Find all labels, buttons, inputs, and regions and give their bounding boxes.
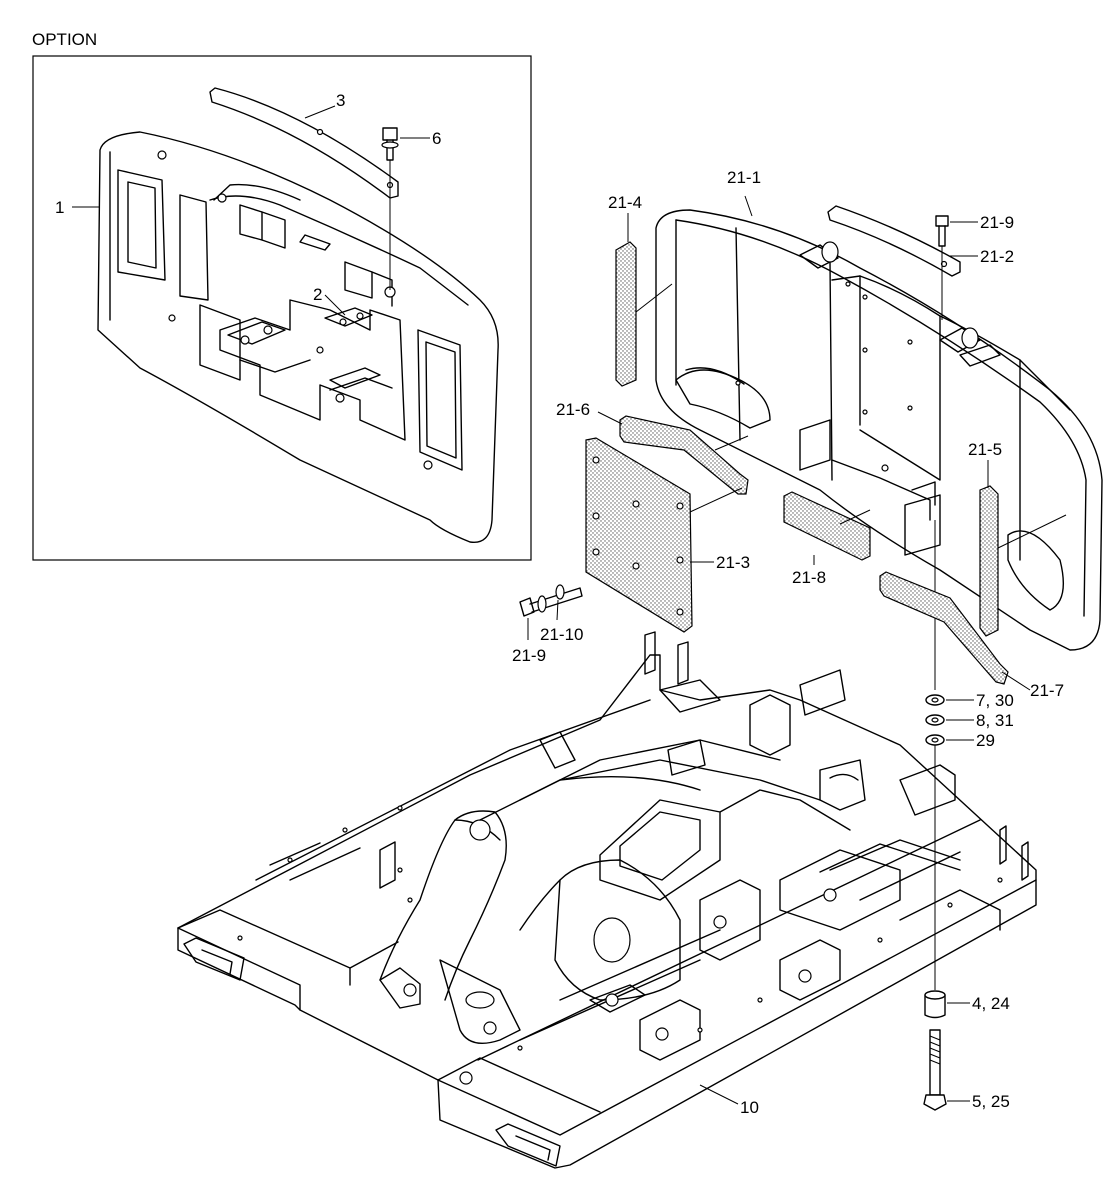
spacer-4 — [924, 990, 946, 1019]
callout-21-5: 21-5 — [968, 440, 1002, 459]
callout-21-8: 21-8 — [792, 568, 826, 587]
callout-21-3: 21-3 — [716, 553, 750, 572]
callout-21-1: 21-1 — [727, 168, 761, 187]
callout-5-25: 5, 25 — [972, 1092, 1010, 1111]
callout-29: 29 — [976, 731, 995, 750]
pad-21-6 — [619, 415, 749, 495]
counterweight-bolt — [935, 215, 949, 320]
option-label: OPTION — [32, 30, 97, 49]
optional-plate — [209, 87, 399, 199]
callout-21-9-left: 21-9 — [512, 646, 546, 665]
callout-21-10: 21-10 — [540, 625, 583, 644]
callout-2: 2 — [313, 285, 322, 304]
callout-21-4: 21-4 — [608, 193, 642, 212]
pad-21-3-holes — [592, 456, 684, 616]
callout-3: 3 — [336, 91, 345, 110]
pad-21-3 — [585, 437, 693, 633]
callout-21-2: 21-2 — [980, 247, 1014, 266]
optional-counterweight — [97, 131, 499, 544]
callout-6: 6 — [432, 129, 441, 148]
callout-7-30: 7, 30 — [976, 691, 1014, 710]
pad-21-7 — [879, 571, 1009, 685]
upper-frame — [177, 631, 1037, 1169]
bolt-5 — [923, 1029, 947, 1111]
pad-21-4 — [615, 241, 637, 387]
callout-21-7: 21-7 — [1030, 681, 1064, 700]
option-box — [32, 55, 532, 561]
optional-bolt — [381, 127, 399, 290]
callout-8-31: 8, 31 — [976, 711, 1014, 730]
callout-1: 1 — [55, 198, 64, 217]
pad-21-8 — [783, 491, 871, 561]
pad-bolt — [519, 584, 583, 617]
callout-21-6: 21-6 — [556, 400, 590, 419]
counterweight — [655, 209, 1103, 651]
pad-21-5 — [979, 485, 999, 637]
callout-21-9-top: 21-9 — [980, 213, 1014, 232]
callout-10: 10 — [740, 1098, 759, 1117]
callout-4-24: 4, 24 — [972, 994, 1010, 1013]
